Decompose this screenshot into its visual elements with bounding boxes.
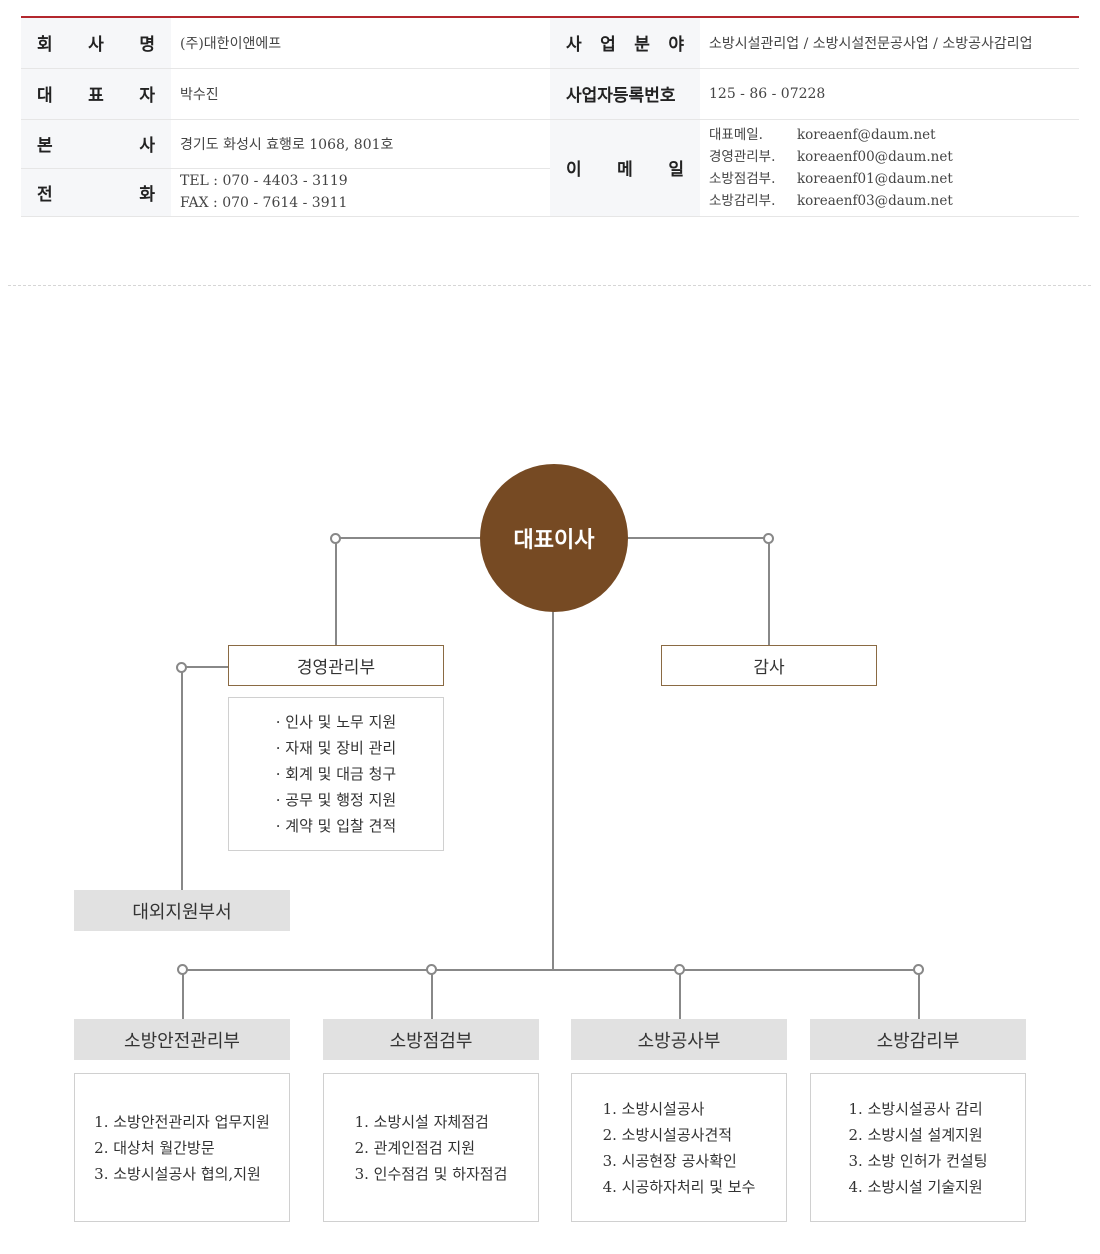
email-address[interactable]: koreaenf@daum.net <box>797 126 936 143</box>
business-field: 소방시설관리업 / 소방시설전문공사업 / 소방공사감리업 <box>700 17 1079 69</box>
duty-item: 2. 소방시설공사견적 <box>602 1125 733 1144</box>
email-dept: 소방점검부. <box>709 170 776 187</box>
duty-item: 4. 시공하자처리 및 보수 <box>602 1177 756 1196</box>
reg-number: 125 - 86 - 07228 <box>700 68 1079 120</box>
company-name: (주)대한이앤에프 <box>171 17 550 69</box>
audit-box: 감사 <box>661 645 877 686</box>
duty-item: 4. 소방시설 기술지원 <box>848 1177 983 1196</box>
external-support-dept: 대외지원부서 <box>74 890 290 931</box>
duty-item: 2. 소방시설 설계지원 <box>848 1125 983 1144</box>
connector-line <box>918 970 920 1020</box>
node-dot <box>177 964 188 975</box>
duty-item: · 계약 및 입찰 견적 <box>275 817 397 835</box>
fire-construction-dept: 소방공사부 <box>571 1019 787 1060</box>
connector-line <box>181 668 183 890</box>
duty-item: 3. 시공현장 공사확인 <box>602 1151 737 1170</box>
email-dept: 소방감리부. <box>709 192 776 209</box>
connector-line <box>335 539 337 646</box>
node-dot <box>426 964 437 975</box>
connector-line <box>679 970 681 1020</box>
duty-item: · 공무 및 행정 지원 <box>275 791 397 809</box>
fax-number: FAX : 070 - 7614 - 3911 <box>180 195 348 211</box>
node-dot <box>763 533 774 544</box>
email-list: 대표메일. koreaenf@daum.net 경영관리부. koreaenf0… <box>700 119 1079 217</box>
section-divider <box>8 285 1091 286</box>
duty-item: 1. 소방시설공사 감리 <box>848 1099 983 1118</box>
fire-supervision-duties: 1. 소방시설공사 감리 2. 소방시설 설계지원 3. 소방 인허가 컨설팅 … <box>810 1073 1026 1222</box>
duty-item: 2. 관계인점검 지원 <box>354 1138 476 1157</box>
fire-supervision-dept: 소방감리부 <box>810 1019 1026 1060</box>
duty-item: 1. 소방시설 자체점검 <box>354 1112 489 1131</box>
connector-line <box>626 537 770 539</box>
connector-line <box>336 537 482 539</box>
duty-item: 1. 소방안전관리자 업무지원 <box>94 1112 270 1131</box>
node-dot <box>330 533 341 544</box>
email-address[interactable]: koreaenf00@daum.net <box>797 148 953 165</box>
reg-number-label: 사업자등록번호 <box>550 68 700 120</box>
ceo-name: 박수진 <box>171 68 550 120</box>
node-dot <box>176 662 187 673</box>
duty-item: 1. 소방시설공사 <box>602 1099 705 1118</box>
connector-line <box>431 970 433 1020</box>
management-duties-box: · 인사 및 노무 지원 · 자재 및 장비 관리 · 회계 및 대금 청구 ·… <box>228 697 444 851</box>
email-address[interactable]: koreaenf03@daum.net <box>797 192 953 209</box>
fire-safety-mgmt-duties: 1. 소방안전관리자 업무지원 2. 대상처 월간방문 3. 소방시설공사 협의… <box>74 1073 290 1222</box>
fire-construction-duties: 1. 소방시설공사 2. 소방시설공사견적 3. 시공현장 공사확인 4. 시공… <box>571 1073 787 1222</box>
node-dot <box>913 964 924 975</box>
phone-fax: TEL : 070 - 4403 - 3119 FAX : 070 - 7614… <box>171 168 550 217</box>
duty-item: · 자재 및 장비 관리 <box>275 739 397 757</box>
email-dept: 대표메일. <box>709 126 763 143</box>
duty-item: · 회계 및 대금 청구 <box>275 765 397 783</box>
duty-item: · 인사 및 노무 지원 <box>275 713 397 731</box>
connector-line <box>182 666 229 668</box>
connector-line <box>768 539 770 646</box>
email-address[interactable]: koreaenf01@daum.net <box>797 170 953 187</box>
fire-inspection-duties: 1. 소방시설 자체점검 2. 관계인점검 지원 3. 인수점검 및 하자점검 <box>323 1073 539 1222</box>
node-dot <box>674 964 685 975</box>
fire-safety-mgmt-dept: 소방안전관리부 <box>74 1019 290 1060</box>
duty-item: 3. 인수점검 및 하자점검 <box>354 1164 508 1183</box>
email-dept: 경영관리부. <box>709 148 776 165</box>
duty-item: 2. 대상처 월간방문 <box>94 1138 215 1157</box>
connector-line <box>183 969 920 971</box>
tel-number: TEL : 070 - 4403 - 3119 <box>180 173 348 189</box>
hq-address: 경기도 화성시 효행로 1068, 801호 <box>171 119 550 169</box>
management-dept-box: 경영관리부 <box>228 645 444 686</box>
ceo-node: 대표이사 <box>480 464 628 612</box>
duty-item: 3. 소방시설공사 협의,지원 <box>94 1164 261 1183</box>
fire-inspection-dept: 소방점검부 <box>323 1019 539 1060</box>
connector-line <box>182 970 184 1020</box>
connector-line <box>552 610 554 970</box>
duty-item: 3. 소방 인허가 컨설팅 <box>848 1151 988 1170</box>
